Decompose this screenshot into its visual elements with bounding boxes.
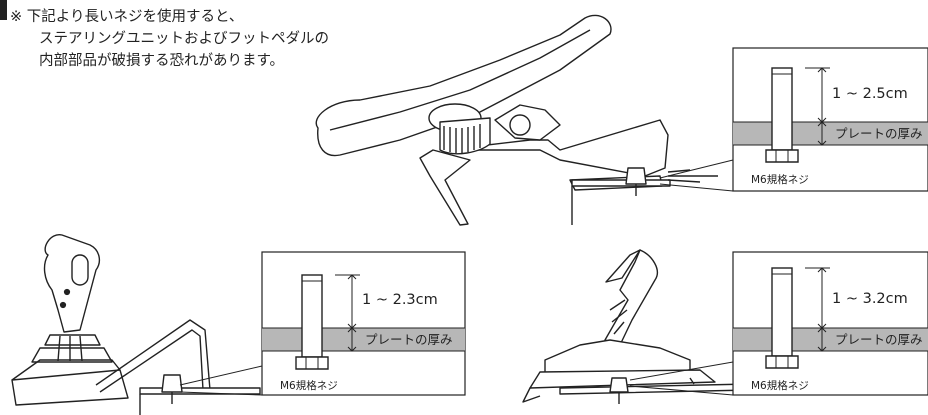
note-line-3: 内部部品が破損する恐れがあります。 [39, 53, 285, 69]
shifter-screw-detail: 1 ~ 2.3cm プレートの厚み M6規格ネジ [261, 251, 466, 396]
note-line-2: ステアリングユニットおよびフットペダルの [39, 31, 329, 47]
steering-unit-illustration [315, 14, 718, 226]
steering-screw-label: M6規格ネジ [751, 173, 809, 186]
warning-note: ※ 下記より長いネジを使用すると、 ステアリングユニットおよびフットペダルの 内… [10, 6, 329, 72]
pedal-screw [771, 267, 793, 357]
pedal-screw-label: M6規格ネジ [751, 379, 809, 392]
steering-screw-detail: 1 ~ 2.5cm プレートの厚み M6規格ネジ [732, 47, 928, 192]
note-line-1: 下記より長いネジを使用すると、 [26, 9, 244, 25]
pedal-illustration [522, 249, 751, 404]
steering-length-label: 1 ~ 2.5cm [832, 86, 908, 102]
pedal-length-label: 1 ~ 3.2cm [832, 291, 908, 307]
shifter-illustration [11, 234, 261, 415]
steering-plate-label: プレートの厚み [835, 126, 923, 141]
note-symbol: ※ [10, 9, 23, 25]
pedal-screw-detail: 1 ~ 3.2cm プレートの厚み M6規格ネジ [732, 251, 928, 396]
pedal-plate-label: プレートの厚み [835, 332, 923, 347]
steering-screw [771, 67, 793, 151]
section-marker [0, 0, 7, 20]
shifter-length-label: 1 ~ 2.3cm [362, 292, 438, 308]
shifter-plate-label: プレートの厚み [365, 332, 453, 347]
shifter-screw [301, 274, 323, 358]
shifter-screw-label: M6規格ネジ [280, 379, 338, 392]
